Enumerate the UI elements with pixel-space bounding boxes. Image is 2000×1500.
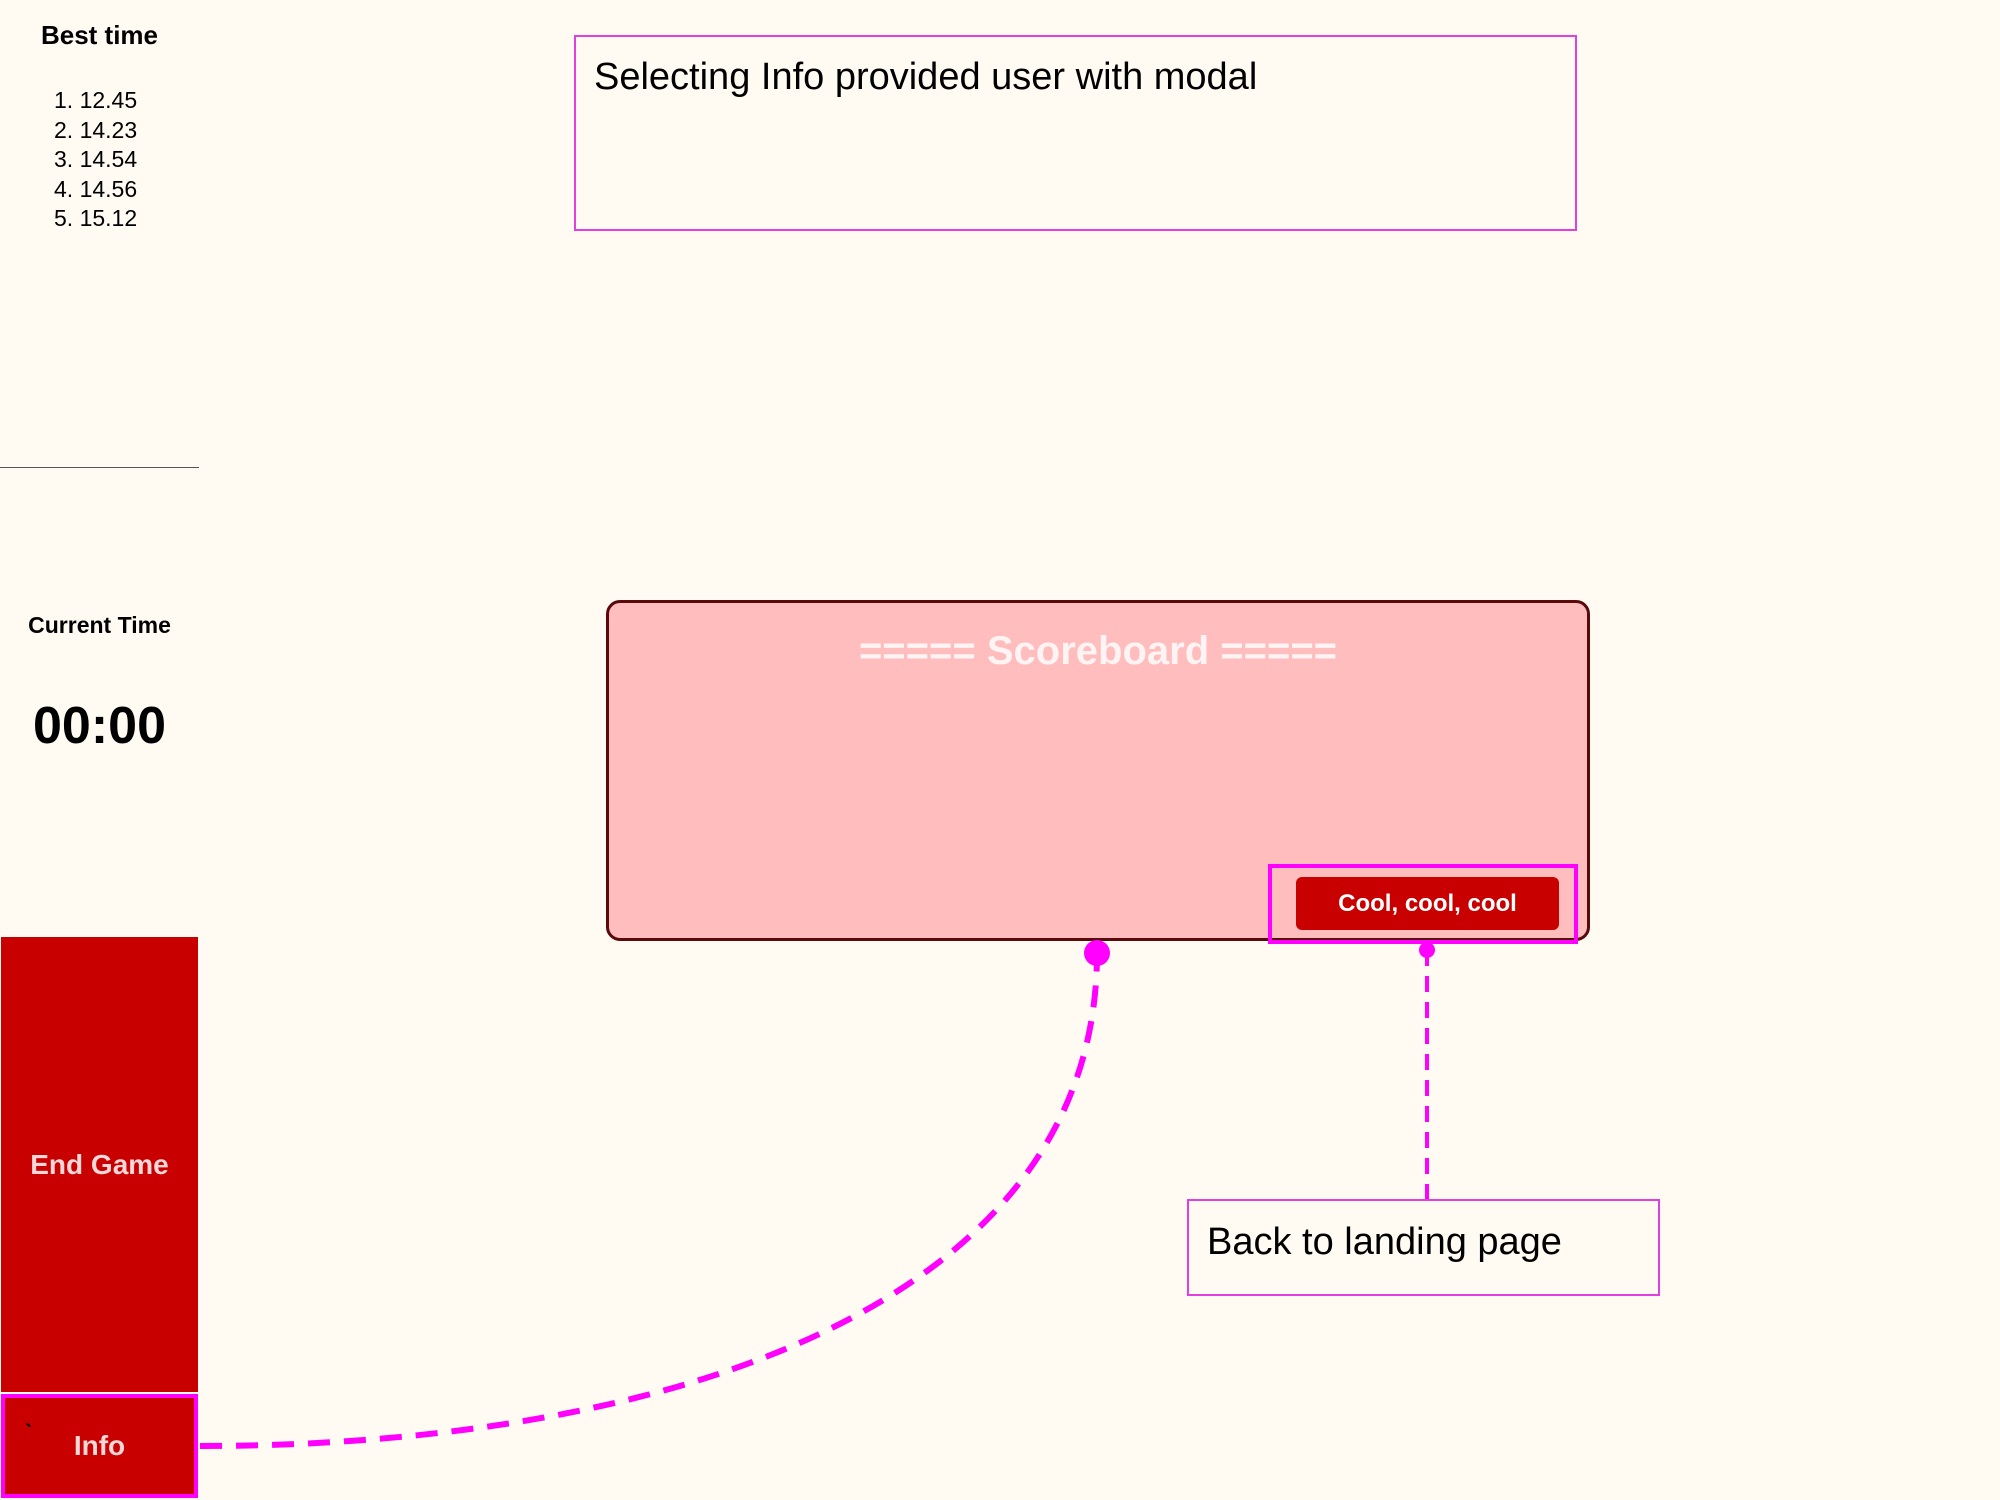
connector-info-to-modal xyxy=(199,952,1100,1449)
best-time-item: 3. 14.54 xyxy=(54,146,138,172)
sidebar: Best time 1. 12.45 2. 14.23 3. 14.54 4. … xyxy=(0,0,199,1500)
connector-dot-button xyxy=(1419,942,1435,958)
current-time-title: Current Time xyxy=(28,612,171,638)
annotation-text: Selecting Info provided user with modal xyxy=(594,56,1258,98)
stray-mark: ` xyxy=(25,1420,33,1445)
end-game-label: End Game xyxy=(30,1148,169,1180)
annotation-text: Back to landing page xyxy=(1207,1221,1562,1263)
info-label: Info xyxy=(73,1430,126,1461)
best-time-title: Best time xyxy=(40,20,159,50)
best-time-item: 5. 15.12 xyxy=(54,205,138,231)
cool-button-label: Cool, cool, cool xyxy=(1338,889,1517,917)
connector-dot-modal xyxy=(1084,940,1110,966)
best-time-item: 2. 14.23 xyxy=(54,116,138,143)
info-button[interactable]: ` Info xyxy=(1,1394,198,1498)
best-time-list: 1. 12.45 2. 14.23 3. 14.54 4. 14.56 5. 1… xyxy=(54,86,137,234)
best-time-item: 1. 12.45 xyxy=(54,87,138,113)
annotation-note-back: Back to landing page xyxy=(1187,1199,1660,1296)
scoreboard-modal: ===== Scoreboard ===== xyxy=(606,600,1590,941)
sidebar-divider xyxy=(0,467,199,468)
annotation-note-top: Selecting Info provided user with modal xyxy=(574,35,1577,231)
cool-button[interactable]: Cool, cool, cool xyxy=(1296,877,1559,930)
end-game-button[interactable]: End Game xyxy=(1,937,198,1392)
current-time-value: 00:00 xyxy=(33,697,166,755)
modal-title: ===== Scoreboard ===== xyxy=(858,629,1338,673)
best-time-item: 4. 14.56 xyxy=(54,175,138,202)
